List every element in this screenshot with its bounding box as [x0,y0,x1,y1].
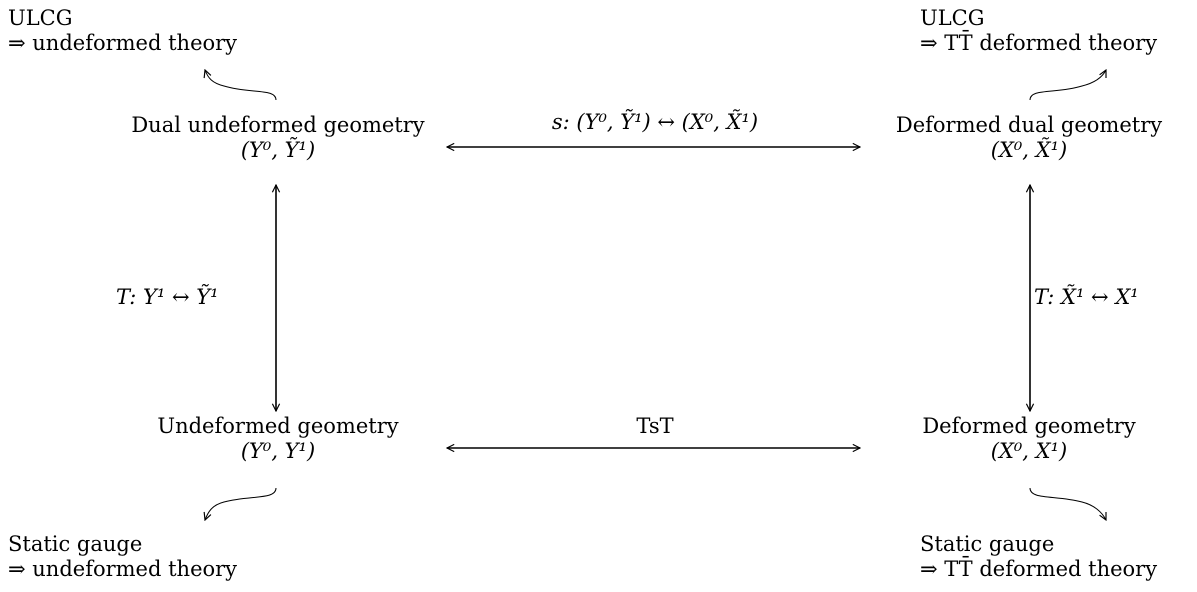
annotation-ulcg-undeformed: ULCG ⇒ undeformed theory [8,6,237,56]
node-title: Deformed geometry [922,414,1136,438]
node-title: Dual undeformed geometry [131,113,425,137]
curly-arrow-static-right [1029,487,1106,520]
annotation-heading: ULCG [920,6,985,30]
curly-arrow-ulcg-right [1029,70,1106,101]
annotation-static-gauge-undeformed: Static gauge ⇒ undeformed theory [8,532,237,582]
annotation-static-gauge-deformed: Static gauge ⇒ TT̄ deformed theory [920,532,1157,582]
annotation-heading: Static gauge [8,532,143,556]
edge-label-t-duality-left: T: Y¹ ↔ Ỹ¹ [116,285,219,309]
node-title: Undeformed geometry [157,414,399,438]
annotation-result: ⇒ undeformed theory [8,31,238,56]
annotation-heading: Static gauge [920,532,1055,556]
edge-label-t-duality-right: T: X̃¹ ↔ X¹ [1034,285,1139,309]
curly-arrow-ulcg-left [205,70,277,101]
node-coordinates: (X⁰, X̃¹) [990,138,1068,163]
node-coordinates: (X⁰, X¹) [990,439,1068,464]
annotation-result: ⇒ TT̄ deformed theory [920,31,1158,56]
node-undeformed-geometry: Undeformed geometry (Y⁰, Y¹) [108,414,448,464]
node-dual-undeformed-geometry: Dual undeformed geometry (Y⁰, Ỹ¹) [108,113,448,163]
node-coordinates: (Y⁰, Ỹ¹) [240,138,316,163]
node-title: Deformed dual geometry [895,113,1163,137]
annotation-ulcg-deformed: ULCG ⇒ TT̄ deformed theory [920,6,1157,56]
annotation-heading: ULCG [8,6,73,30]
annotation-result: ⇒ undeformed theory [8,557,238,582]
edge-label-tst: TsT [636,414,674,438]
node-coordinates: (Y⁰, Y¹) [240,439,316,464]
edge-label-s-duality: s: (Y⁰, Ỹ¹) ↔ (X⁰, X̃¹) [551,110,759,134]
annotation-result: ⇒ TT̄ deformed theory [920,557,1158,582]
curly-arrow-static-left [205,487,277,520]
node-deformed-geometry: Deformed geometry (X⁰, X¹) [860,414,1197,464]
node-deformed-dual-geometry: Deformed dual geometry (X⁰, X̃¹) [860,113,1197,163]
